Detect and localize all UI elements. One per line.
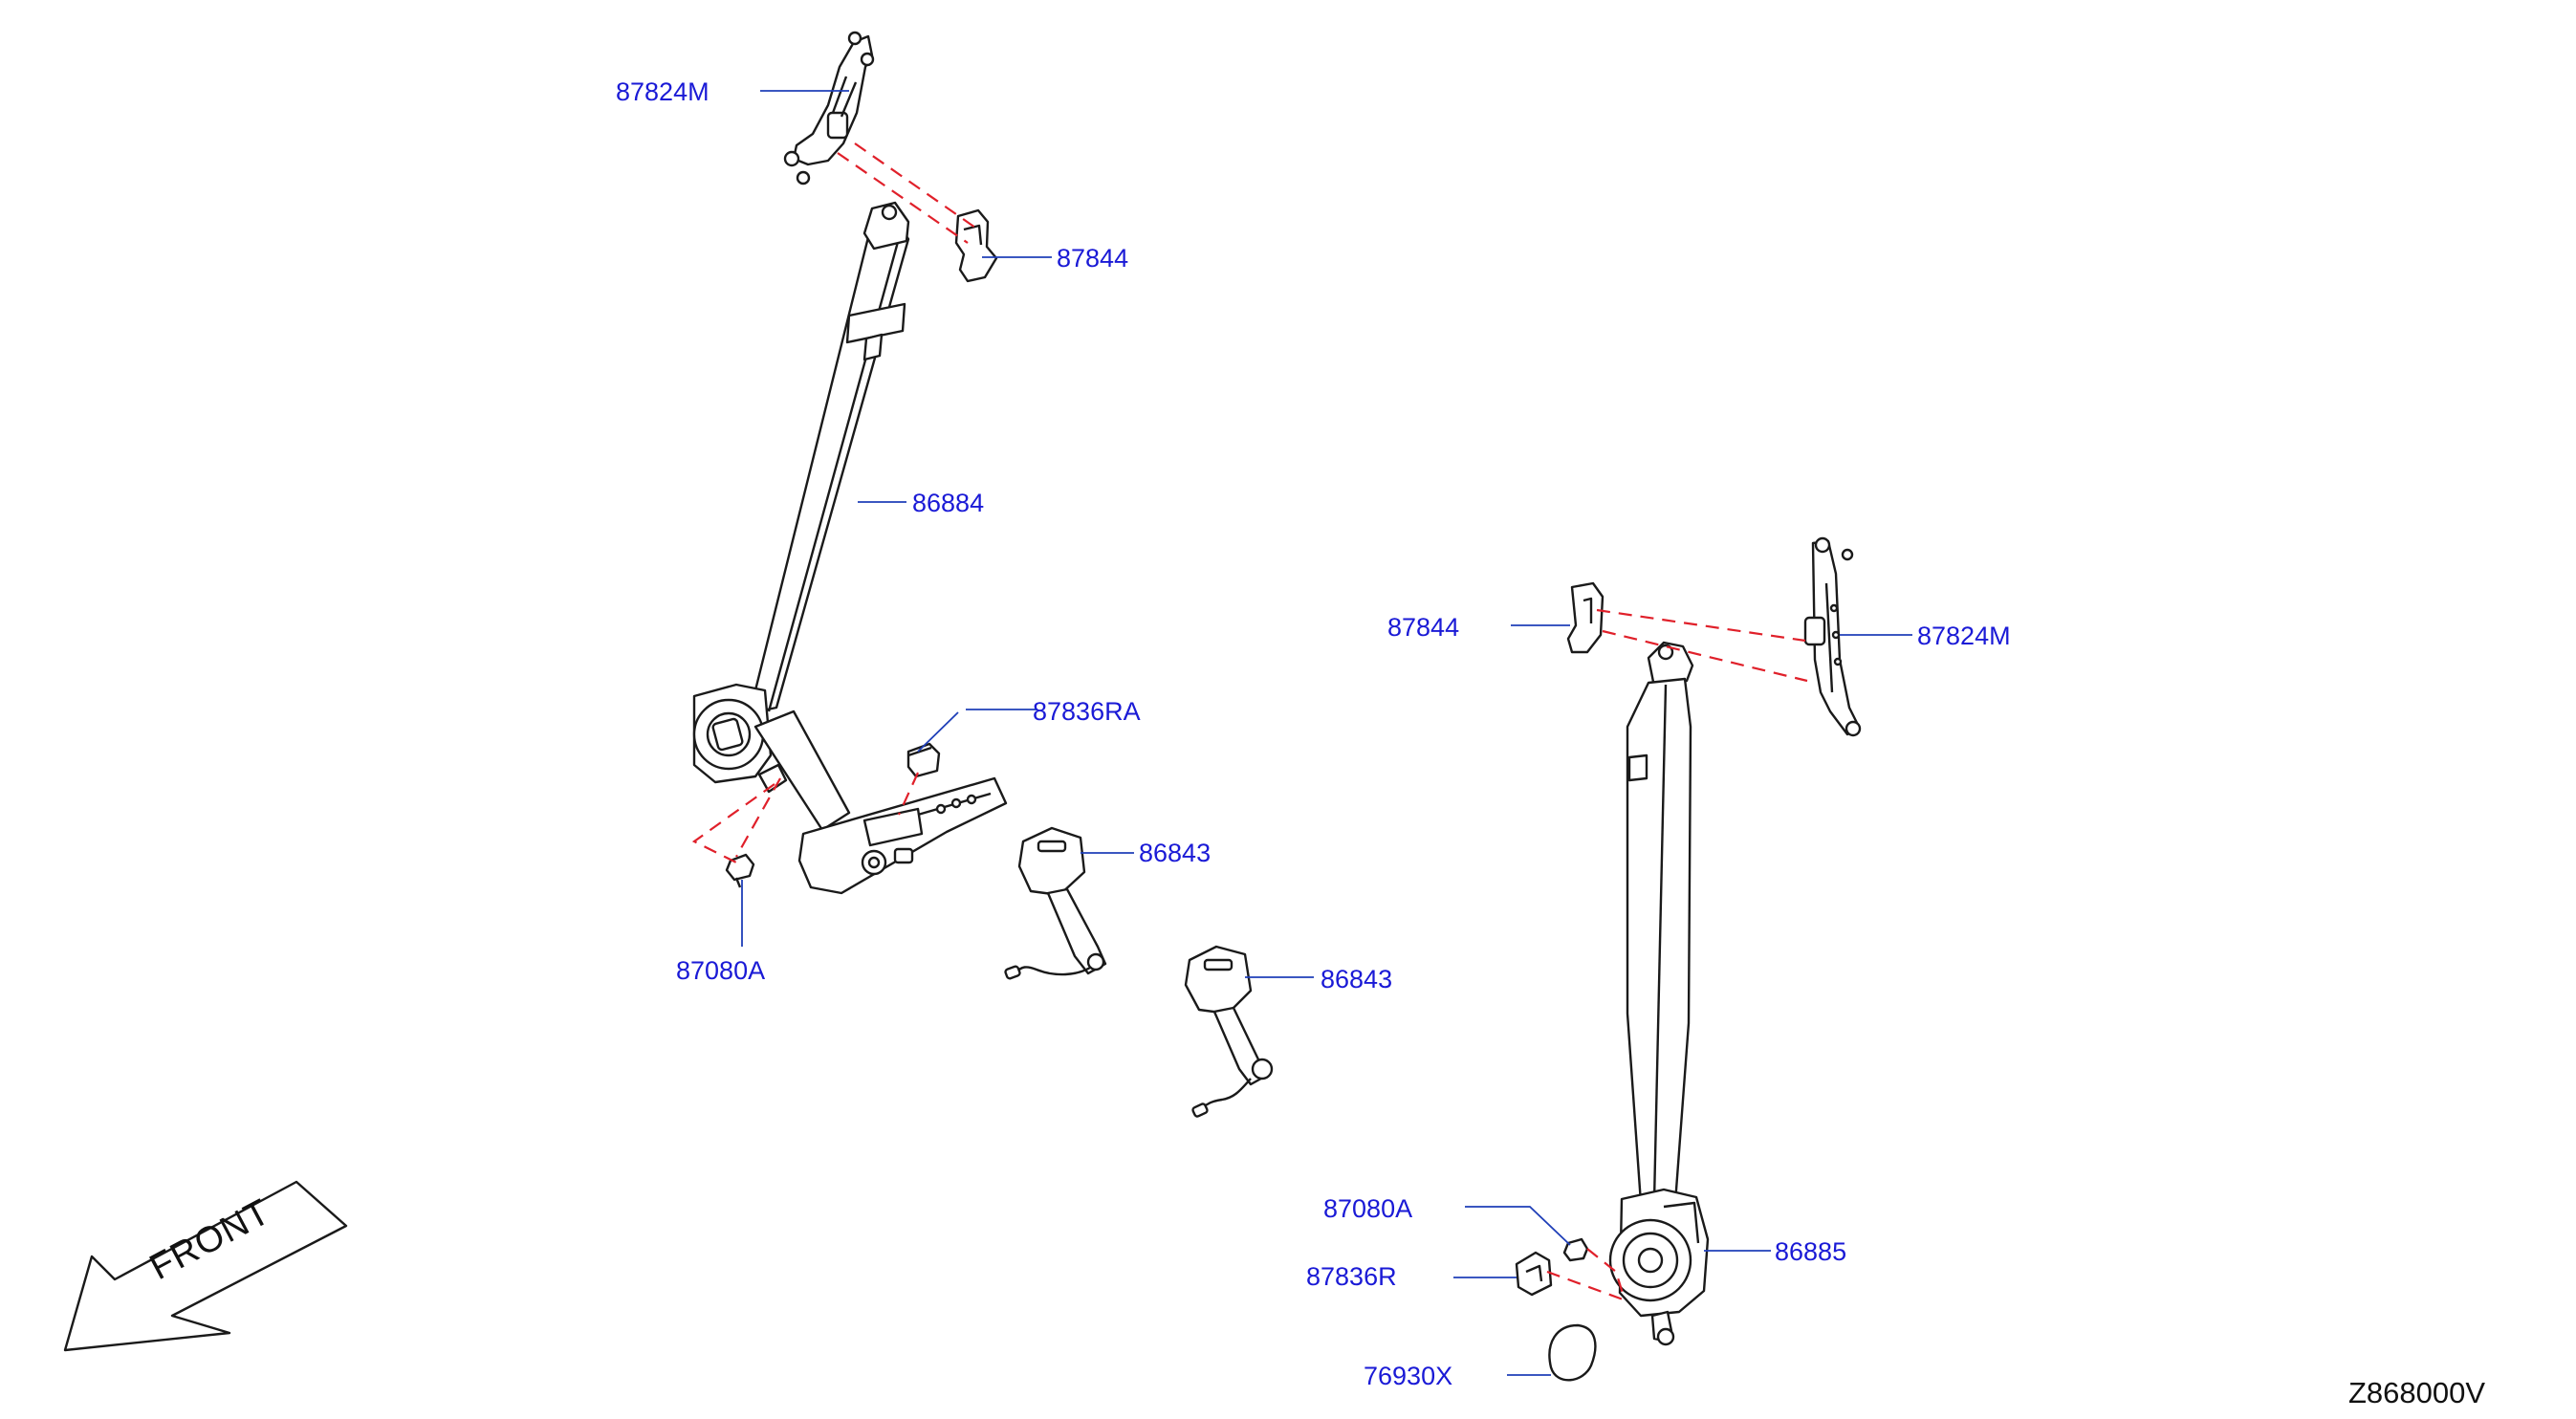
front-direction-arrow (63, 1180, 348, 1352)
anchor-cover-right (1566, 581, 1605, 654)
front-seat-belt-assembly (692, 201, 1008, 895)
part-label-87836RA: 87836RA (1033, 697, 1141, 726)
grommet-76930X (1548, 1323, 1597, 1382)
dashed-connector-lines (691, 142, 1808, 1302)
part-label-87824M-left: 87824M (616, 77, 709, 106)
anchor-cover-left (954, 208, 998, 283)
part-label-86885: 86885 (1775, 1237, 1847, 1266)
anchor-adjuster-left (783, 31, 875, 186)
rear-seat-belt-assembly (1608, 641, 1710, 1346)
bolt-cover-87836R (1515, 1251, 1553, 1297)
part-label-86843-lower: 86843 (1321, 965, 1393, 993)
part-label-86884: 86884 (912, 489, 985, 517)
buckle-86843-upper (1004, 826, 1107, 980)
part-label-76930X: 76930X (1364, 1362, 1453, 1390)
anchor-adjuster-right (1803, 536, 1862, 737)
part-label-87836R: 87836R (1306, 1262, 1397, 1291)
part-label-87080A-left: 87080A (676, 956, 766, 985)
part-label-87080A-right: 87080A (1323, 1194, 1413, 1223)
part-label-87844-left: 87844 (1057, 244, 1129, 273)
part-label-87844-right: 87844 (1387, 613, 1460, 642)
leader-lines (741, 90, 1912, 1376)
part-label-87824M-right: 87824M (1917, 622, 2011, 650)
bolt-cover-87836RA (906, 742, 941, 778)
part-label-86843-upper: 86843 (1139, 839, 1212, 867)
diagram-code: Z868000V (2348, 1376, 2486, 1409)
buckle-86843-lower (1184, 945, 1274, 1118)
